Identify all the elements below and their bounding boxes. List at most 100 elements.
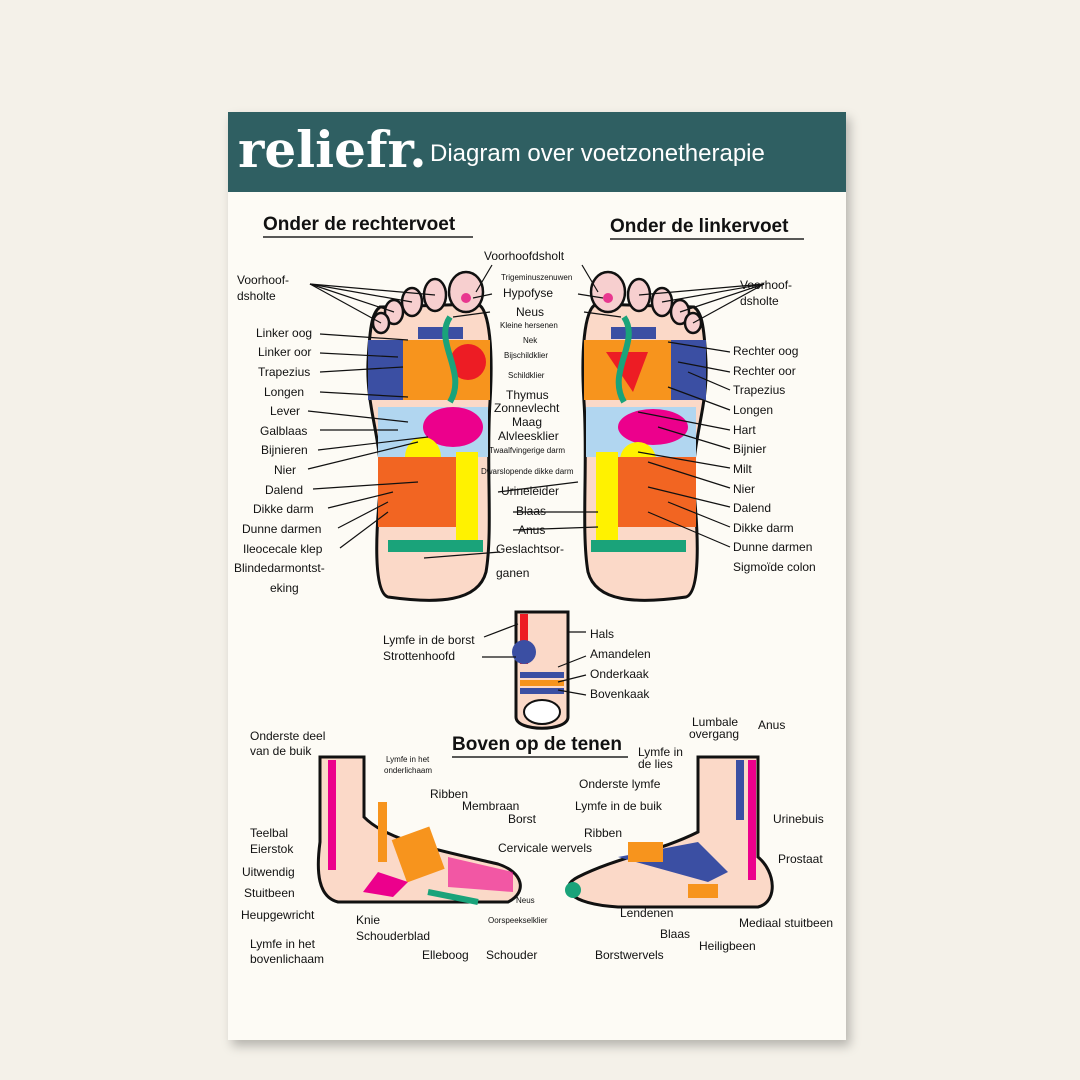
label-linker-oor: Linker oor — [258, 345, 311, 359]
label-sigmoide-colon: Sigmoïde colon — [733, 560, 816, 574]
label-lymfe-lies-1: Lymfe in — [638, 745, 683, 759]
label-knie: Knie — [356, 913, 380, 927]
label-urinebuis: Urinebuis — [773, 812, 824, 826]
label-bijnieren: Bijnieren — [261, 443, 308, 457]
label-lumbale-1: Lumbale — [692, 715, 738, 729]
outer-foot-labels: Lumbale overgang Anus Lymfe in de lies O… — [498, 715, 833, 962]
label-onderste-deel-1: Onderste deel — [250, 729, 325, 743]
label-lymfe-lies-2: de lies — [638, 757, 673, 771]
label-blindedarm-2: eking — [270, 581, 299, 595]
label-heiligbeen: Heiligbeen — [699, 939, 756, 953]
label-ribben-outer: Ribben — [584, 826, 622, 840]
label-maag: Maag — [512, 415, 542, 429]
label-kleine-hersenen: Kleine hersenen — [500, 321, 558, 330]
label-ileocecale-klep: Ileocecale klep — [243, 542, 323, 556]
title-banner: reliefr. Diagram over voetzonetherapie — [228, 112, 846, 192]
outer-foot-illustration — [565, 755, 774, 909]
label-amandelen: Amandelen — [590, 647, 651, 661]
heading-right-sole: Onder de rechtervoet — [263, 214, 456, 235]
label-blaas-center: Blaas — [516, 504, 546, 518]
label-mediaal-stuitbeen: Mediaal stuitbeen — [739, 916, 833, 930]
label-anus-center: Anus — [518, 523, 545, 537]
label-bijnier: Bijnier — [733, 442, 766, 456]
label-trigeminus: Trigeminuszenuwen — [501, 273, 572, 282]
right-sole-illustration — [366, 270, 493, 602]
label-lymfe-onder-1: Lymfe in het — [386, 755, 430, 764]
label-lymfe-boven-1: Lymfe in het — [250, 937, 316, 951]
label-geslachtsorganen-1: Geslachtsor- — [496, 542, 564, 556]
label-onderste-deel-2: van de buik — [250, 744, 312, 758]
label-schouderblad: Schouderblad — [356, 929, 430, 943]
label-lymfe-boven-2: bovenlichaam — [250, 952, 324, 966]
label-hypofyse: Hypofyse — [503, 286, 553, 300]
label-hals: Hals — [590, 627, 614, 641]
label-rechter-oog: Rechter oog — [733, 344, 798, 358]
label-lymfe-onder-2: onderlichaam — [384, 766, 432, 775]
label-lymfe-borst: Lymfe in de borst — [383, 633, 475, 647]
label-nier-right: Nier — [274, 463, 296, 477]
label-borstwervels: Borstwervels — [595, 948, 664, 962]
label-blindedarm-1: Blindedarmontst- — [234, 561, 325, 575]
label-bovenkaak: Bovenkaak — [590, 687, 650, 701]
brand-logo: reliefr. — [238, 120, 427, 179]
label-cervicale-wervels: Cervicale wervels — [498, 841, 592, 855]
toe-illustration — [512, 610, 570, 730]
label-neus-outer: Neus — [516, 896, 535, 905]
label-lever: Lever — [270, 404, 300, 418]
label-dikke-darm-right: Dikke darm — [253, 502, 314, 516]
label-ribben-inner: Ribben — [430, 787, 468, 801]
left-sole-labels: Voorhoof- dsholte Rechter oog Rechter oo… — [733, 278, 816, 574]
label-voorhoofdsholte-l2: dsholte — [740, 294, 779, 308]
label-urineleider: Urineleider — [501, 484, 559, 498]
label-trapezius-right: Trapezius — [258, 365, 310, 379]
label-schouder: Schouder — [486, 948, 537, 962]
label-blaas-outer: Blaas — [660, 927, 690, 941]
label-voorhoofdsholte-1: Voorhoof- — [237, 273, 289, 287]
label-dikke-darm-left: Dikke darm — [733, 521, 794, 535]
label-voorhoofdsholte-l1: Voorhoof- — [740, 278, 792, 292]
label-twaalfvingerige: Twaalfvingerige darm — [489, 446, 565, 455]
label-longen-left: Longen — [733, 403, 773, 417]
label-dwarslopende: Dwarslopende dikke darm — [481, 467, 574, 476]
label-lymfe-buik: Lymfe in de buik — [575, 799, 663, 813]
right-sole-labels: Voorhoof- dsholte Linker oog Linker oor … — [234, 273, 325, 595]
reflexology-diagram: Onder de rechtervoet Onder de linkervoet… — [234, 214, 833, 966]
toe-labels: Lymfe in de borst Strottenhoofd Hals Ama… — [383, 627, 651, 701]
label-anus-outer: Anus — [758, 718, 785, 732]
label-oorspeekselklier: Oorspeekselklier — [488, 916, 548, 925]
label-bijschildklier: Bijschildklier — [504, 351, 548, 360]
label-strottenhoofd: Strottenhoofd — [383, 649, 455, 663]
label-hart: Hart — [733, 423, 756, 437]
label-thymus: Thymus — [506, 388, 549, 402]
label-trapezius-left: Trapezius — [733, 383, 785, 397]
label-lumbale-2: overgang — [689, 727, 739, 741]
label-teelbal: Teelbal — [250, 826, 288, 840]
label-linker-oog: Linker oog — [256, 326, 312, 340]
label-heupgewricht: Heupgewricht — [241, 908, 315, 922]
label-galblaas: Galblaas — [260, 424, 307, 438]
label-longen-right: Longen — [264, 385, 304, 399]
center-labels: Voorhoofdsholt Trigeminuszenuwen Hypofys… — [481, 249, 574, 580]
label-voorhoofdsholte-2: dsholte — [237, 289, 276, 303]
label-elleboog: Elleboog — [422, 948, 469, 962]
label-milt: Milt — [733, 462, 752, 476]
label-onderkaak: Onderkaak — [590, 667, 650, 681]
label-dalend-left: Dalend — [733, 501, 771, 515]
label-voorhoofdsholt: Voorhoofdsholt — [484, 249, 565, 263]
label-onderste-lymfe: Onderste lymfe — [579, 777, 661, 791]
heading-top-toes: Boven op de tenen — [452, 734, 622, 755]
heading-left-sole: Onder de linkervoet — [610, 216, 789, 237]
poster-title: Diagram over voetzonetherapie — [430, 140, 765, 167]
label-nek: Nek — [523, 336, 538, 345]
label-dunne-darmen-left: Dunne darmen — [733, 540, 812, 554]
inner-foot-labels: Onderste deel van de buik Lymfe in het o… — [241, 729, 548, 966]
label-dunne-darmen-right: Dunne darmen — [242, 522, 321, 536]
left-sole-illustration — [581, 270, 708, 602]
label-stuitbeen: Stuitbeen — [244, 886, 295, 900]
label-geslachtsorganen-2: ganen — [496, 566, 529, 580]
inner-foot-illustration — [316, 755, 522, 905]
label-borst: Borst — [508, 812, 537, 826]
label-eierstok: Eierstok — [250, 842, 294, 856]
poster: reliefr. Diagram over voetzonetherapie O… — [228, 112, 846, 1040]
label-lendenen: Lendenen — [620, 906, 673, 920]
